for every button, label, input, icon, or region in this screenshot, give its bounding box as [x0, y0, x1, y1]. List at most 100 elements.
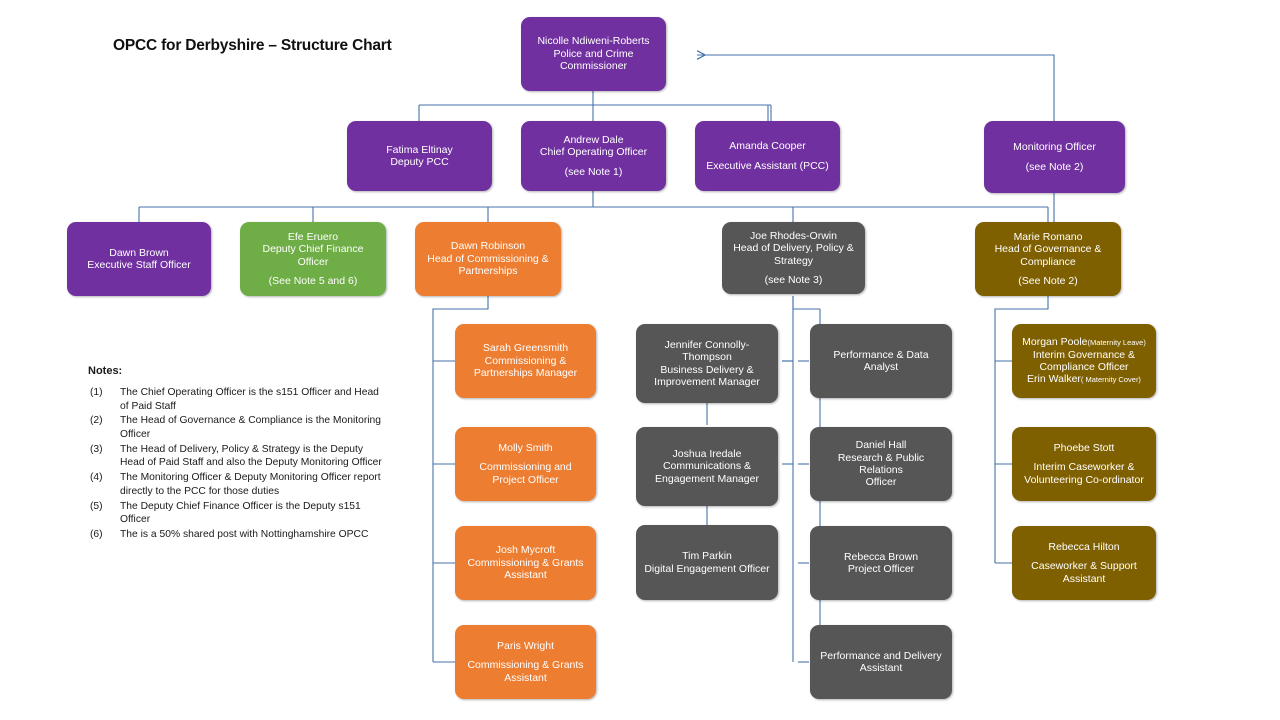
node-role-line2: Partnerships [458, 265, 518, 278]
node-role-line2: Assistant [859, 662, 903, 674]
node-name-suffix: (Maternity Leave) [1087, 338, 1146, 348]
node-role-line2: Assistant [1062, 572, 1106, 585]
note-item: (1) The Chief Operating Officer is the s1… [88, 386, 388, 413]
node-role: Communications & [662, 460, 752, 473]
notes-block: Notes: (1) The Chief Operating Officer is… [88, 365, 388, 543]
node-name: Tim Parkin [682, 550, 732, 563]
node-role: Commissioning & Grants [467, 659, 584, 672]
node-commissioning-grants-assistant-1[interactable]: Josh Mycroft Commissioning & Grants Assi… [455, 526, 596, 600]
node-commissioning-grants-assistant-2[interactable]: Paris Wright Commissioning & Grants Assi… [455, 625, 596, 699]
node-name: Rebecca Brown [843, 550, 919, 563]
node-name: Dawn Brown [109, 246, 169, 259]
node-name: Jennifer Connolly- [664, 338, 750, 351]
node-role-line2: Engagement Manager [655, 472, 759, 485]
node-communications-engagement-manager[interactable]: Joshua Iredale Communications & Engageme… [636, 427, 778, 506]
node-head-of-delivery-policy-strategy[interactable]: Joe Rhodes-Orwin Head of Delivery, Polic… [722, 222, 865, 294]
node-role-line2: Compliance Officer [1039, 361, 1129, 373]
notes-list: (1) The Chief Operating Officer is the s1… [88, 386, 388, 542]
node-role: Head of Delivery, Policy & [733, 242, 854, 255]
note-number: (5) [90, 500, 103, 512]
node-performance-data-analyst[interactable]: Performance & Data Analyst [810, 324, 952, 398]
note-number: (6) [90, 528, 103, 540]
node-role: Digital Engagement Officer [644, 562, 770, 575]
note-item: (2) The Head of Governance & Compliance i… [88, 414, 388, 441]
node-role: Police and Crime [553, 47, 634, 60]
node-role-line2: Project Officer [492, 473, 559, 486]
node-research-public-relations-officer[interactable]: Daniel Hall Research & Public Relations … [810, 427, 952, 501]
node-role: Commissioning & Grants [467, 556, 584, 569]
node-role: Research & Public Relations [837, 451, 925, 476]
note-number: (2) [90, 415, 103, 427]
node-commissioning-partnerships-manager[interactable]: Sarah Greensmith Commissioning & Partner… [455, 324, 596, 398]
node-interim-caseworker-volunteering-coordinator[interactable]: Phoebe Stott Interim Caseworker & Volunt… [1012, 427, 1156, 501]
node-role: Deputy Chief Finance [262, 243, 364, 256]
node-name: Joshua Iredale [672, 447, 742, 460]
node-role: Performance & Data [833, 348, 929, 361]
node-role: Executive Assistant (PCC) [706, 159, 829, 172]
notes-heading: Notes: [88, 365, 123, 377]
node-role: Head of Governance & [994, 243, 1102, 256]
node-digital-engagement-officer[interactable]: Tim Parkin Digital Engagement Officer [636, 525, 778, 600]
node-note-ref: (see Note 1) [564, 165, 623, 178]
node-caseworker-support-assistant[interactable]: Rebecca Hilton Caseworker & Support Assi… [1012, 526, 1156, 600]
node-name: Morgan Poole [1022, 336, 1088, 349]
note-item: (5) The Deputy Chief Finance Officer is t… [88, 500, 388, 527]
node-name: Monitoring Officer [1013, 141, 1096, 154]
node-name: Andrew Dale [563, 133, 624, 146]
note-number: (1) [90, 387, 103, 398]
node-role: Business Delivery & [660, 363, 754, 376]
node-name-line2: Thompson [682, 351, 732, 364]
node-role: Commissioning & [484, 354, 567, 367]
node-role-line2: Analyst [863, 361, 899, 373]
node-commissioning-project-officer[interactable]: Molly Smith Commissioning and Project Of… [455, 427, 596, 501]
node-role-line2: Assistant [504, 569, 547, 582]
node-role: Commissioning and [479, 461, 572, 474]
node-deputy-pcc[interactable]: Fatima Eltinay Deputy PCC [347, 121, 492, 191]
note-text: The Head of Delivery, Policy & Strategy … [120, 443, 382, 469]
node-name: Molly Smith [498, 441, 553, 454]
node-name: Dawn Robinson [450, 240, 526, 253]
note-text: The Head of Governance & Compliance is t… [120, 415, 381, 441]
node-cover-suffix: ( Maternity Cover) [1080, 375, 1141, 385]
node-role: Executive Staff Officer [87, 259, 191, 271]
node-chief-operating-officer[interactable]: Andrew Dale Chief Operating Officer (see… [521, 121, 666, 191]
node-executive-staff-officer[interactable]: Dawn Brown Executive Staff Officer [67, 222, 211, 296]
node-interim-governance-compliance-officer[interactable]: Morgan Poole(Maternity Leave) Interim Go… [1012, 324, 1156, 398]
node-note-ref: (see Note 3) [764, 273, 823, 286]
node-role: Head of Commissioning & [427, 252, 549, 265]
node-name: Joe Rhodes-Orwin [750, 229, 837, 242]
node-performance-delivery-assistant[interactable]: Performance and Delivery Assistant [810, 625, 952, 699]
page-title: OPCC for Derbyshire – Structure Chart [113, 37, 392, 54]
note-text: The Deputy Chief Finance Officer is the … [120, 500, 361, 526]
node-role-line2: Assistant [504, 671, 547, 684]
node-role-line2: Improvement Manager [654, 375, 760, 388]
node-role: Performance and Delivery [820, 649, 942, 662]
node-name: Sarah Greensmith [482, 342, 569, 355]
node-head-of-commissioning-partnerships[interactable]: Dawn Robinson Head of Commissioning & Pa… [415, 222, 561, 296]
node-head-of-governance-compliance[interactable]: Marie Romano Head of Governance & Compli… [975, 222, 1121, 296]
node-business-delivery-improvement-manager[interactable]: Jennifer Connolly- Thompson Business Del… [636, 324, 778, 403]
node-name: Efe Eruero [287, 230, 339, 243]
node-cover-name-with-suffix: Erin Walker( Maternity Cover) [1018, 373, 1150, 385]
node-role: Chief Operating Officer [539, 146, 648, 159]
node-role-line2: Commissioner [559, 60, 628, 73]
node-role: Interim Governance & [1032, 348, 1136, 361]
node-monitoring-officer[interactable]: Monitoring Officer (see Note 2) [984, 121, 1125, 193]
note-number: (3) [90, 443, 103, 455]
node-name: Nicolle Ndiweni-Roberts [537, 35, 650, 48]
node-police-crime-commissioner[interactable]: Nicolle Ndiweni-Roberts Police and Crime… [521, 17, 666, 91]
node-role: Interim Caseworker & [1033, 461, 1135, 474]
node-executive-assistant-pcc[interactable]: Amanda Cooper Executive Assistant (PCC) [695, 121, 840, 191]
node-name-with-suffix: Morgan Poole(Maternity Leave) [1018, 336, 1150, 348]
node-project-officer[interactable]: Rebecca Brown Project Officer [810, 526, 952, 600]
note-item: (4)The Monitoring Officer & Deputy Monit… [88, 471, 388, 498]
node-role-line2: Officer [297, 255, 329, 268]
node-role-line2: Volunteering Co-ordinator [1024, 473, 1144, 486]
node-note-ref: (See Note 5 and 6) [268, 274, 358, 287]
node-role-line2: Compliance [1020, 255, 1076, 268]
note-text: The Chief Operating Officer is the s151 … [120, 387, 379, 412]
node-role-line2: Partnerships Manager [473, 367, 578, 380]
node-deputy-chief-finance-officer[interactable]: Efe Eruero Deputy Chief Finance Officer … [240, 222, 386, 296]
note-item: (6)The is a 50% shared post with Notting… [88, 528, 388, 542]
